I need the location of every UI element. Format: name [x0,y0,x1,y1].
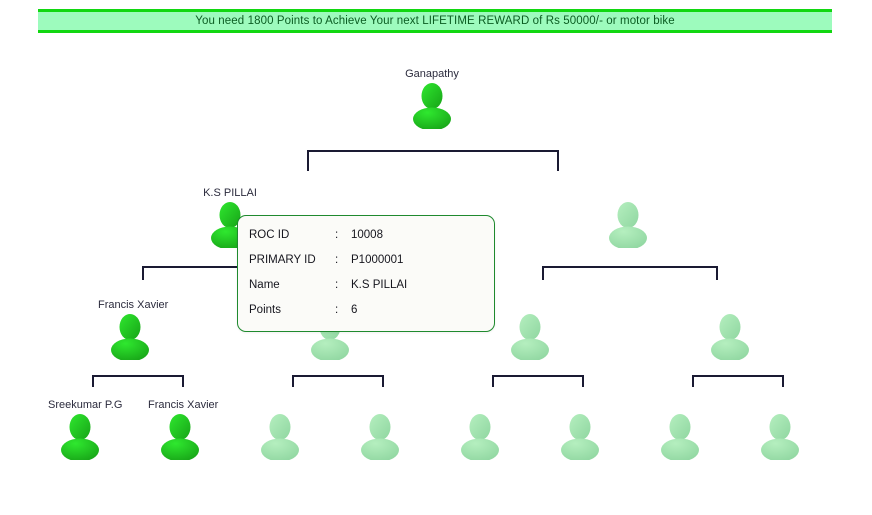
tree-node-empty[interactable] [748,399,812,460]
connector-bracket [692,375,784,387]
tree-node-avatar[interactable] [498,314,562,360]
user-avatar-icon [111,314,149,360]
user-avatar-icon [661,414,699,460]
tree-node-label [596,187,660,200]
tree-node-label [548,399,612,412]
tree-node-avatar[interactable] [148,414,212,460]
member-info-value: P1000001 [351,254,404,266]
member-info-separator: : [335,229,339,241]
tree-node-label [698,299,762,312]
tree-node-empty[interactable] [698,299,762,360]
tree-node-empty[interactable] [448,399,512,460]
member-info-label: Name [249,279,280,291]
tree-node-avatar[interactable] [98,314,162,360]
member-info-label: ROC ID [249,229,290,241]
tree-node-avatar[interactable] [348,414,412,460]
tree-node-label [748,399,812,412]
tree-node-empty[interactable] [548,399,612,460]
tree-node-label [448,399,512,412]
tree-node-empty[interactable] [498,299,562,360]
member-info-row: Points:6 [249,304,407,329]
tree-node-avatar[interactable] [698,314,762,360]
tree-node-avatar[interactable] [48,414,112,460]
reward-banner: You need 1800 Points to Achieve Your nex… [38,9,832,33]
member-info-label: Points [249,304,281,316]
user-avatar-icon [161,414,199,460]
tree-node-label: K.S PILLAI [203,187,257,199]
tree-node-label [648,399,712,412]
user-avatar-icon [361,414,399,460]
user-avatar-icon [511,314,549,360]
member-info-value: 6 [351,304,358,316]
user-avatar-icon [761,414,799,460]
tree-node-avatar[interactable] [648,414,712,460]
user-avatar-icon [609,202,647,248]
tree-node-label: Francis Xavier [148,399,219,411]
tree-node-avatar[interactable] [448,414,512,460]
tree-node-avatar[interactable] [400,83,464,129]
tree-node-member[interactable]: Sreekumar P.G [48,399,123,460]
user-avatar-icon [711,314,749,360]
tree-node-avatar[interactable] [248,414,312,460]
tree-node-label: Francis Xavier [98,299,169,311]
member-info-row: ROC ID:10008 [249,229,407,254]
user-avatar-icon [261,414,299,460]
tree-node-label [348,399,412,412]
member-info-row: Name: K.S PILLAI [249,279,407,304]
tree-node-avatar[interactable] [748,414,812,460]
tree-node-avatar[interactable] [548,414,612,460]
user-avatar-icon [561,414,599,460]
tree-node-empty[interactable] [648,399,712,460]
tree-node-member[interactable]: Ganapathy [400,68,464,129]
connector-bracket [292,375,384,387]
tree-node-label: Ganapathy [405,68,459,80]
member-info-label: PRIMARY ID [249,254,316,266]
tree-node-empty[interactable] [348,399,412,460]
user-avatar-icon [61,414,99,460]
user-avatar-icon [461,414,499,460]
tree-node-label [498,299,562,312]
member-info-separator: : [335,304,339,316]
tree-node-empty[interactable] [248,399,312,460]
connector-bracket [92,375,184,387]
tree-node-member[interactable]: Francis Xavier [98,299,169,360]
tree-node-label [248,399,312,412]
connector-bracket [492,375,584,387]
tree-node-empty[interactable] [596,187,660,248]
tree-node-member[interactable]: Francis Xavier [148,399,219,460]
tree-node-avatar[interactable] [596,202,660,248]
user-avatar-icon [413,83,451,129]
member-info-value: 10008 [351,229,383,241]
member-info-value: K.S PILLAI [351,279,408,291]
connector-bracket [542,266,718,280]
connector-bracket [307,150,559,171]
reward-banner-text: You need 1800 Points to Achieve Your nex… [195,15,675,27]
tree-node-label: Sreekumar P.G [48,399,123,411]
member-info-row: PRIMARY ID: P1000001 [249,254,407,279]
member-info-separator: : [335,279,339,291]
member-info-separator: : [335,254,339,266]
